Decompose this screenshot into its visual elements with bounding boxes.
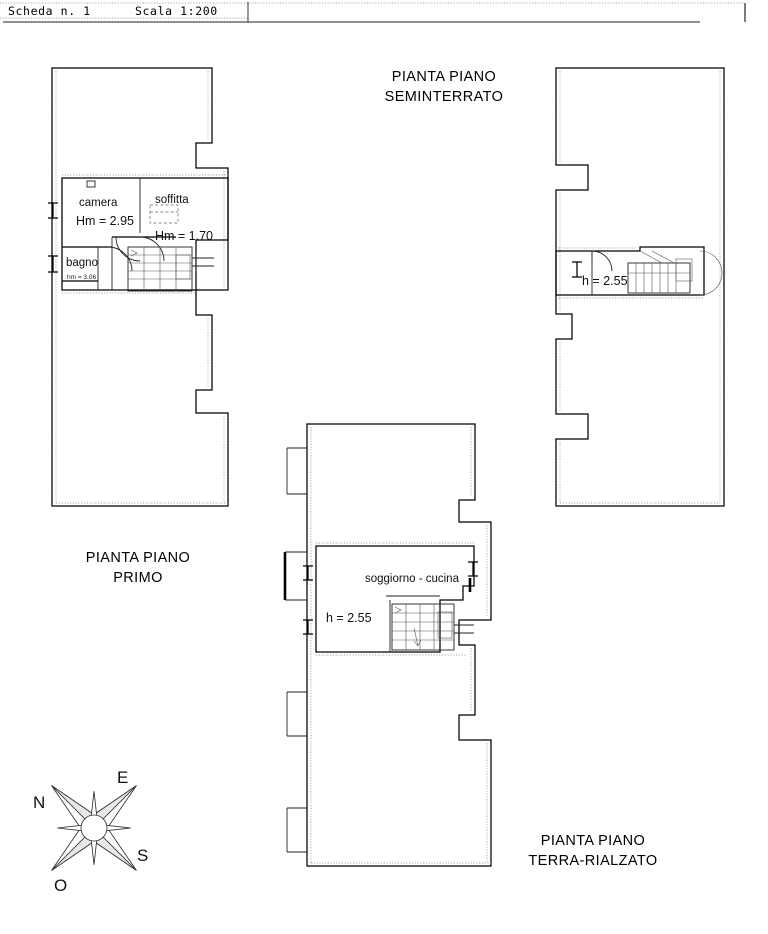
plan-title-terra-rialzato-line1: PIANTA PIANO [541,833,645,849]
sheet-number-label: Scheda n. 1 [8,4,91,18]
plan-title-seminterrato-line1: PIANTA PIANO [392,69,496,85]
compass-label-north: N [33,793,45,812]
room-label-soggiorno-cucina: soggiorno - cucina [365,573,460,585]
plan-piano-seminterrato: PIANTA PIANO SEMINTERRATO [385,67,725,507]
staircase-terra-rialzato [391,603,455,651]
height-label-seminterrato: h = 2.55 [582,274,628,288]
room-label-camera: camera [79,197,118,209]
height-label-soffitta: Hm = 1.70 [155,229,213,243]
compass-label-south: S [137,846,148,865]
plan-title-primo-line2: PRIMO [113,570,163,586]
plan-piano-primo: camera Hm = 2.95 soffitta Hm = 1.70 bagn… [48,67,229,586]
room-label-soffitta: soffitta [155,194,189,206]
staircase-primo [127,246,193,292]
openings-primo [48,202,58,273]
compass-label-east: E [117,768,128,787]
plan-title-primo-line1: PIANTA PIANO [86,550,190,566]
scale-label: Scala 1:200 [135,4,218,18]
room-label-bagno: bagno [66,257,98,269]
balconies-terra-rialzato [283,447,307,853]
height-label-soggiorno-cucina: h = 2.55 [326,611,372,625]
height-label-bagno: hm = 3.06 [67,274,96,281]
plan-title-seminterrato-line2: SEMINTERRATO [385,89,504,105]
sheet-header: Scheda n. 1 Scala 1:200 [8,4,218,18]
staircase-seminterrato [627,250,723,296]
compass-points-major [51,785,137,871]
plan-title-terra-rialzato-line2: TERRA-RIALZATO [528,853,657,869]
openings-terra-rialzato [303,561,478,635]
height-label-camera: Hm = 2.95 [76,214,134,228]
plan-piano-terra-rialzato: soggiorno - cucina h = 2.55 PIANTA PIANO… [283,423,657,869]
page-frame [0,2,746,23]
compass-label-west: O [54,876,67,895]
compass-rose [51,785,137,871]
